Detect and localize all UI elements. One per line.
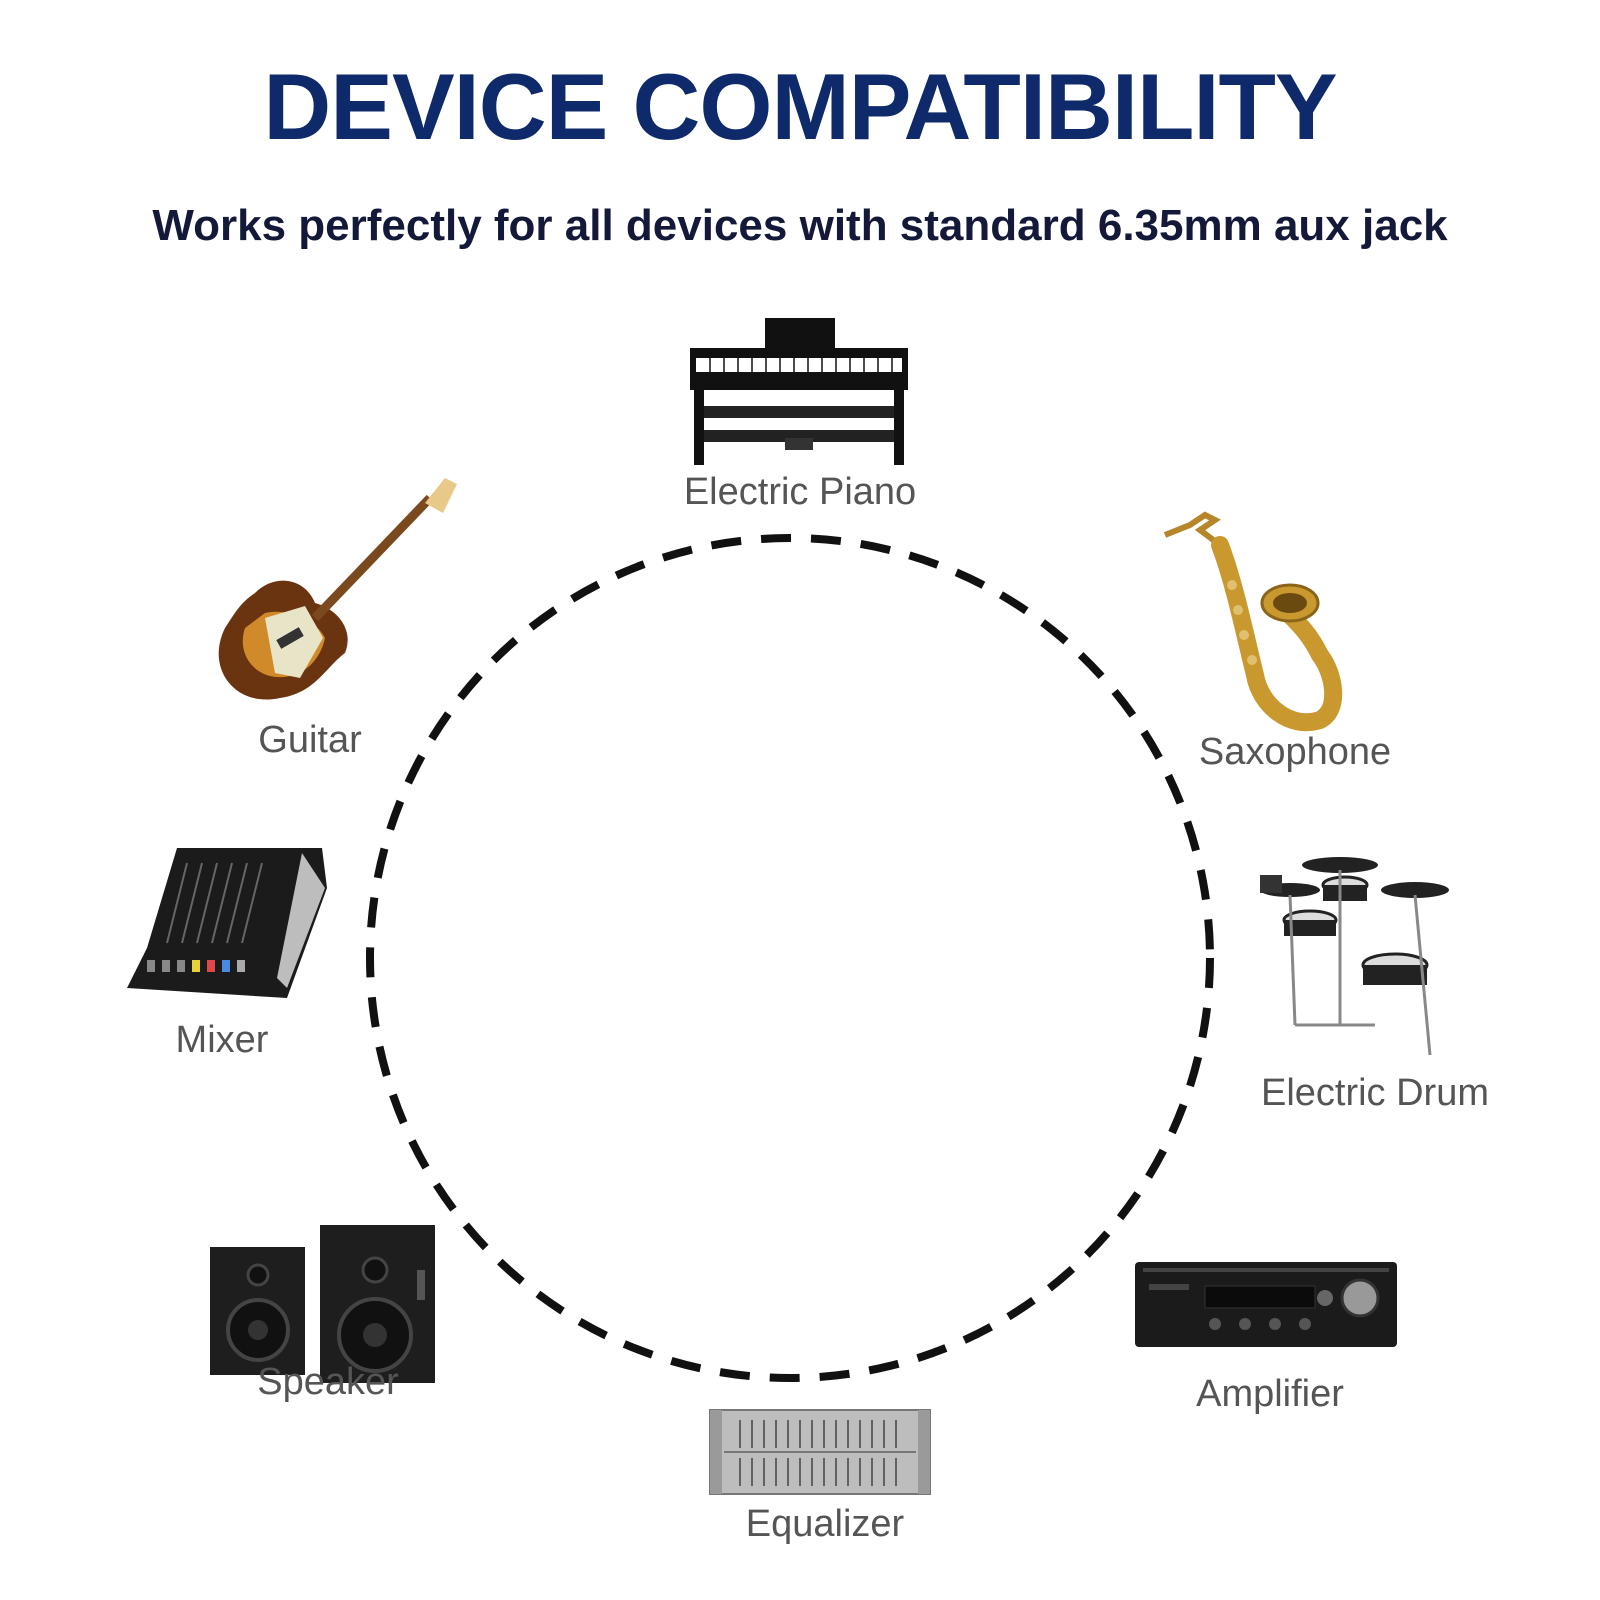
page-title: DEVICE COMPATIBILITY: [263, 54, 1337, 159]
amplifier-icon: [1135, 1262, 1397, 1347]
device-label: Electric Piano: [683, 471, 917, 513]
guitar-icon: [218, 478, 457, 700]
device-label: Speaker: [257, 1361, 399, 1403]
device-label: Amplifier: [1196, 1373, 1344, 1415]
electric-piano-icon: [690, 318, 908, 465]
device-label: Guitar: [258, 719, 362, 761]
electric-drum-icon: [1260, 857, 1449, 1056]
speaker-icon: [210, 1225, 435, 1383]
equalizer-icon: [709, 1409, 931, 1495]
device-label: Saxophone: [1198, 731, 1392, 773]
device-label: Mixer: [175, 1019, 269, 1061]
mixer-icon: [127, 848, 327, 998]
saxophone-icon: [1163, 511, 1343, 732]
page-subtitle: Works perfectly for all devices with sta…: [152, 201, 1448, 250]
device-label: Equalizer: [745, 1503, 905, 1545]
device-label: Electric Drum: [1260, 1072, 1490, 1114]
